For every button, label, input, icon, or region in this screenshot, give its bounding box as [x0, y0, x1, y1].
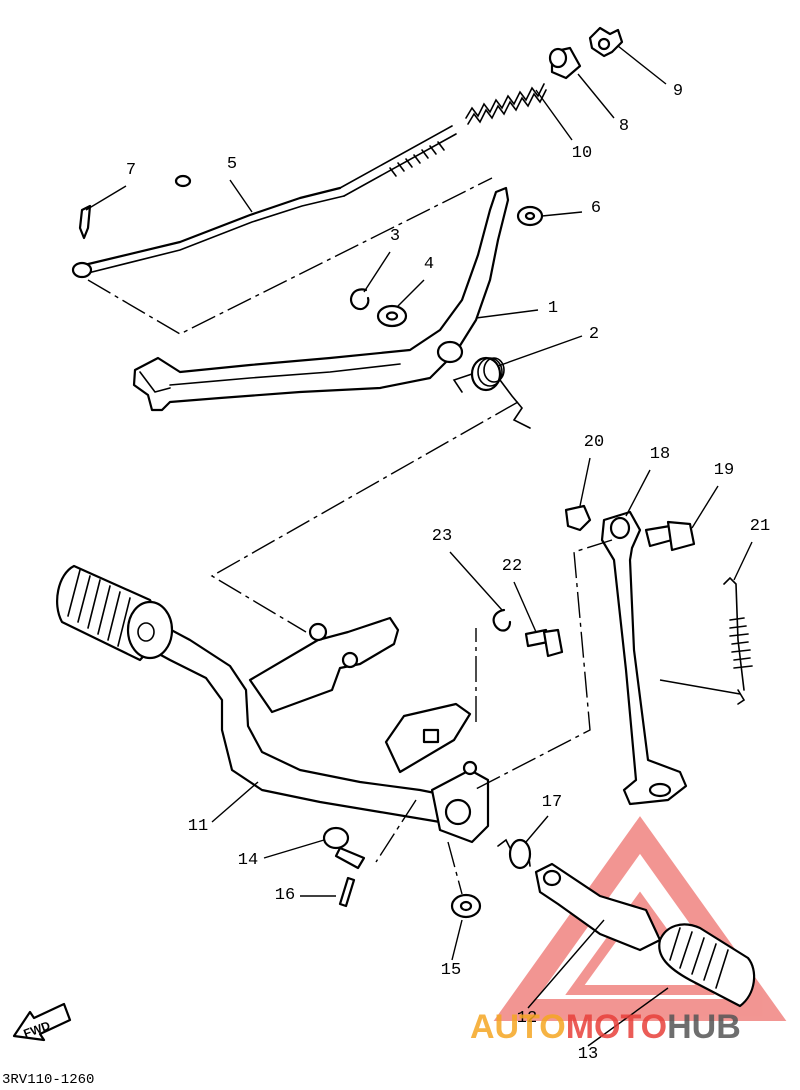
callout-19: 19	[714, 461, 734, 480]
callout-23: 23	[432, 527, 452, 546]
circlip-part-3	[349, 288, 370, 311]
watermark-text-auto: AUTO	[470, 1008, 566, 1046]
wing-nut-part-9	[588, 26, 624, 58]
side-stand-part-18	[600, 510, 688, 806]
callout-7: 7	[126, 161, 136, 180]
callout-22: 22	[502, 557, 522, 576]
callout-14: 14	[238, 851, 258, 870]
footrest-rubber-left	[56, 564, 174, 662]
bolt-part-22	[524, 628, 564, 658]
diagram-code: 3RV110-1260	[2, 1072, 95, 1088]
callout-13: 13	[578, 1045, 598, 1064]
watermark-text-moto: MOTO	[566, 1008, 667, 1046]
fwd-arrow: FWD	[12, 1002, 72, 1042]
footrest-rubber-part-13	[658, 923, 756, 1008]
pivot-bracket	[384, 702, 490, 844]
nut-part-20	[564, 504, 592, 532]
pin-part-14	[322, 826, 366, 870]
callout-17: 17	[542, 793, 562, 812]
callout-15: 15	[441, 961, 461, 980]
bolt-part-19	[644, 520, 696, 552]
leader-lines	[85, 45, 753, 1047]
svg-text:AUTOMOTOHUB: AUTOMOTOHUB	[470, 1008, 741, 1046]
callout-4: 4	[424, 255, 434, 274]
footrest-part-12	[534, 862, 662, 952]
washer-part-4	[376, 304, 408, 328]
callout-16: 16	[275, 886, 295, 905]
cotter-pin-part-16	[338, 876, 356, 908]
cotter-pin-part-7	[78, 204, 92, 240]
washer-part-6	[516, 205, 544, 227]
torsion-spring-part-2	[452, 356, 531, 429]
callout-3: 3	[390, 227, 400, 246]
callout-10: 10	[572, 144, 592, 163]
watermark-text-hub: HUB	[667, 1008, 741, 1046]
washer-part-15	[450, 893, 482, 919]
callout-9: 9	[673, 82, 683, 101]
spring-part-10	[465, 83, 547, 125]
callout-12: 12	[517, 1009, 537, 1028]
callout-11: 11	[188, 817, 208, 836]
callout-20: 20	[584, 433, 604, 452]
callout-21: 21	[750, 517, 770, 536]
assembly-lines-lower	[375, 539, 613, 895]
spring-part-17	[497, 838, 532, 870]
callout-2: 2	[589, 325, 599, 344]
joint-part-8	[548, 46, 582, 80]
callout-18: 18	[650, 445, 670, 464]
assembly-lines-upper	[87, 177, 519, 633]
callout-6: 6	[591, 199, 601, 218]
spring-part-21	[659, 576, 753, 705]
callout-8: 8	[619, 117, 629, 136]
brake-pedal-part-1	[132, 186, 510, 412]
callout-1: 1	[548, 299, 558, 318]
rod-thread	[389, 141, 445, 177]
callout-5: 5	[227, 155, 237, 174]
brake-rod-part-5	[71, 125, 457, 279]
watermark-text: AUTOMOTOHUB	[470, 1008, 741, 1046]
circlip-part-23	[492, 608, 512, 632]
